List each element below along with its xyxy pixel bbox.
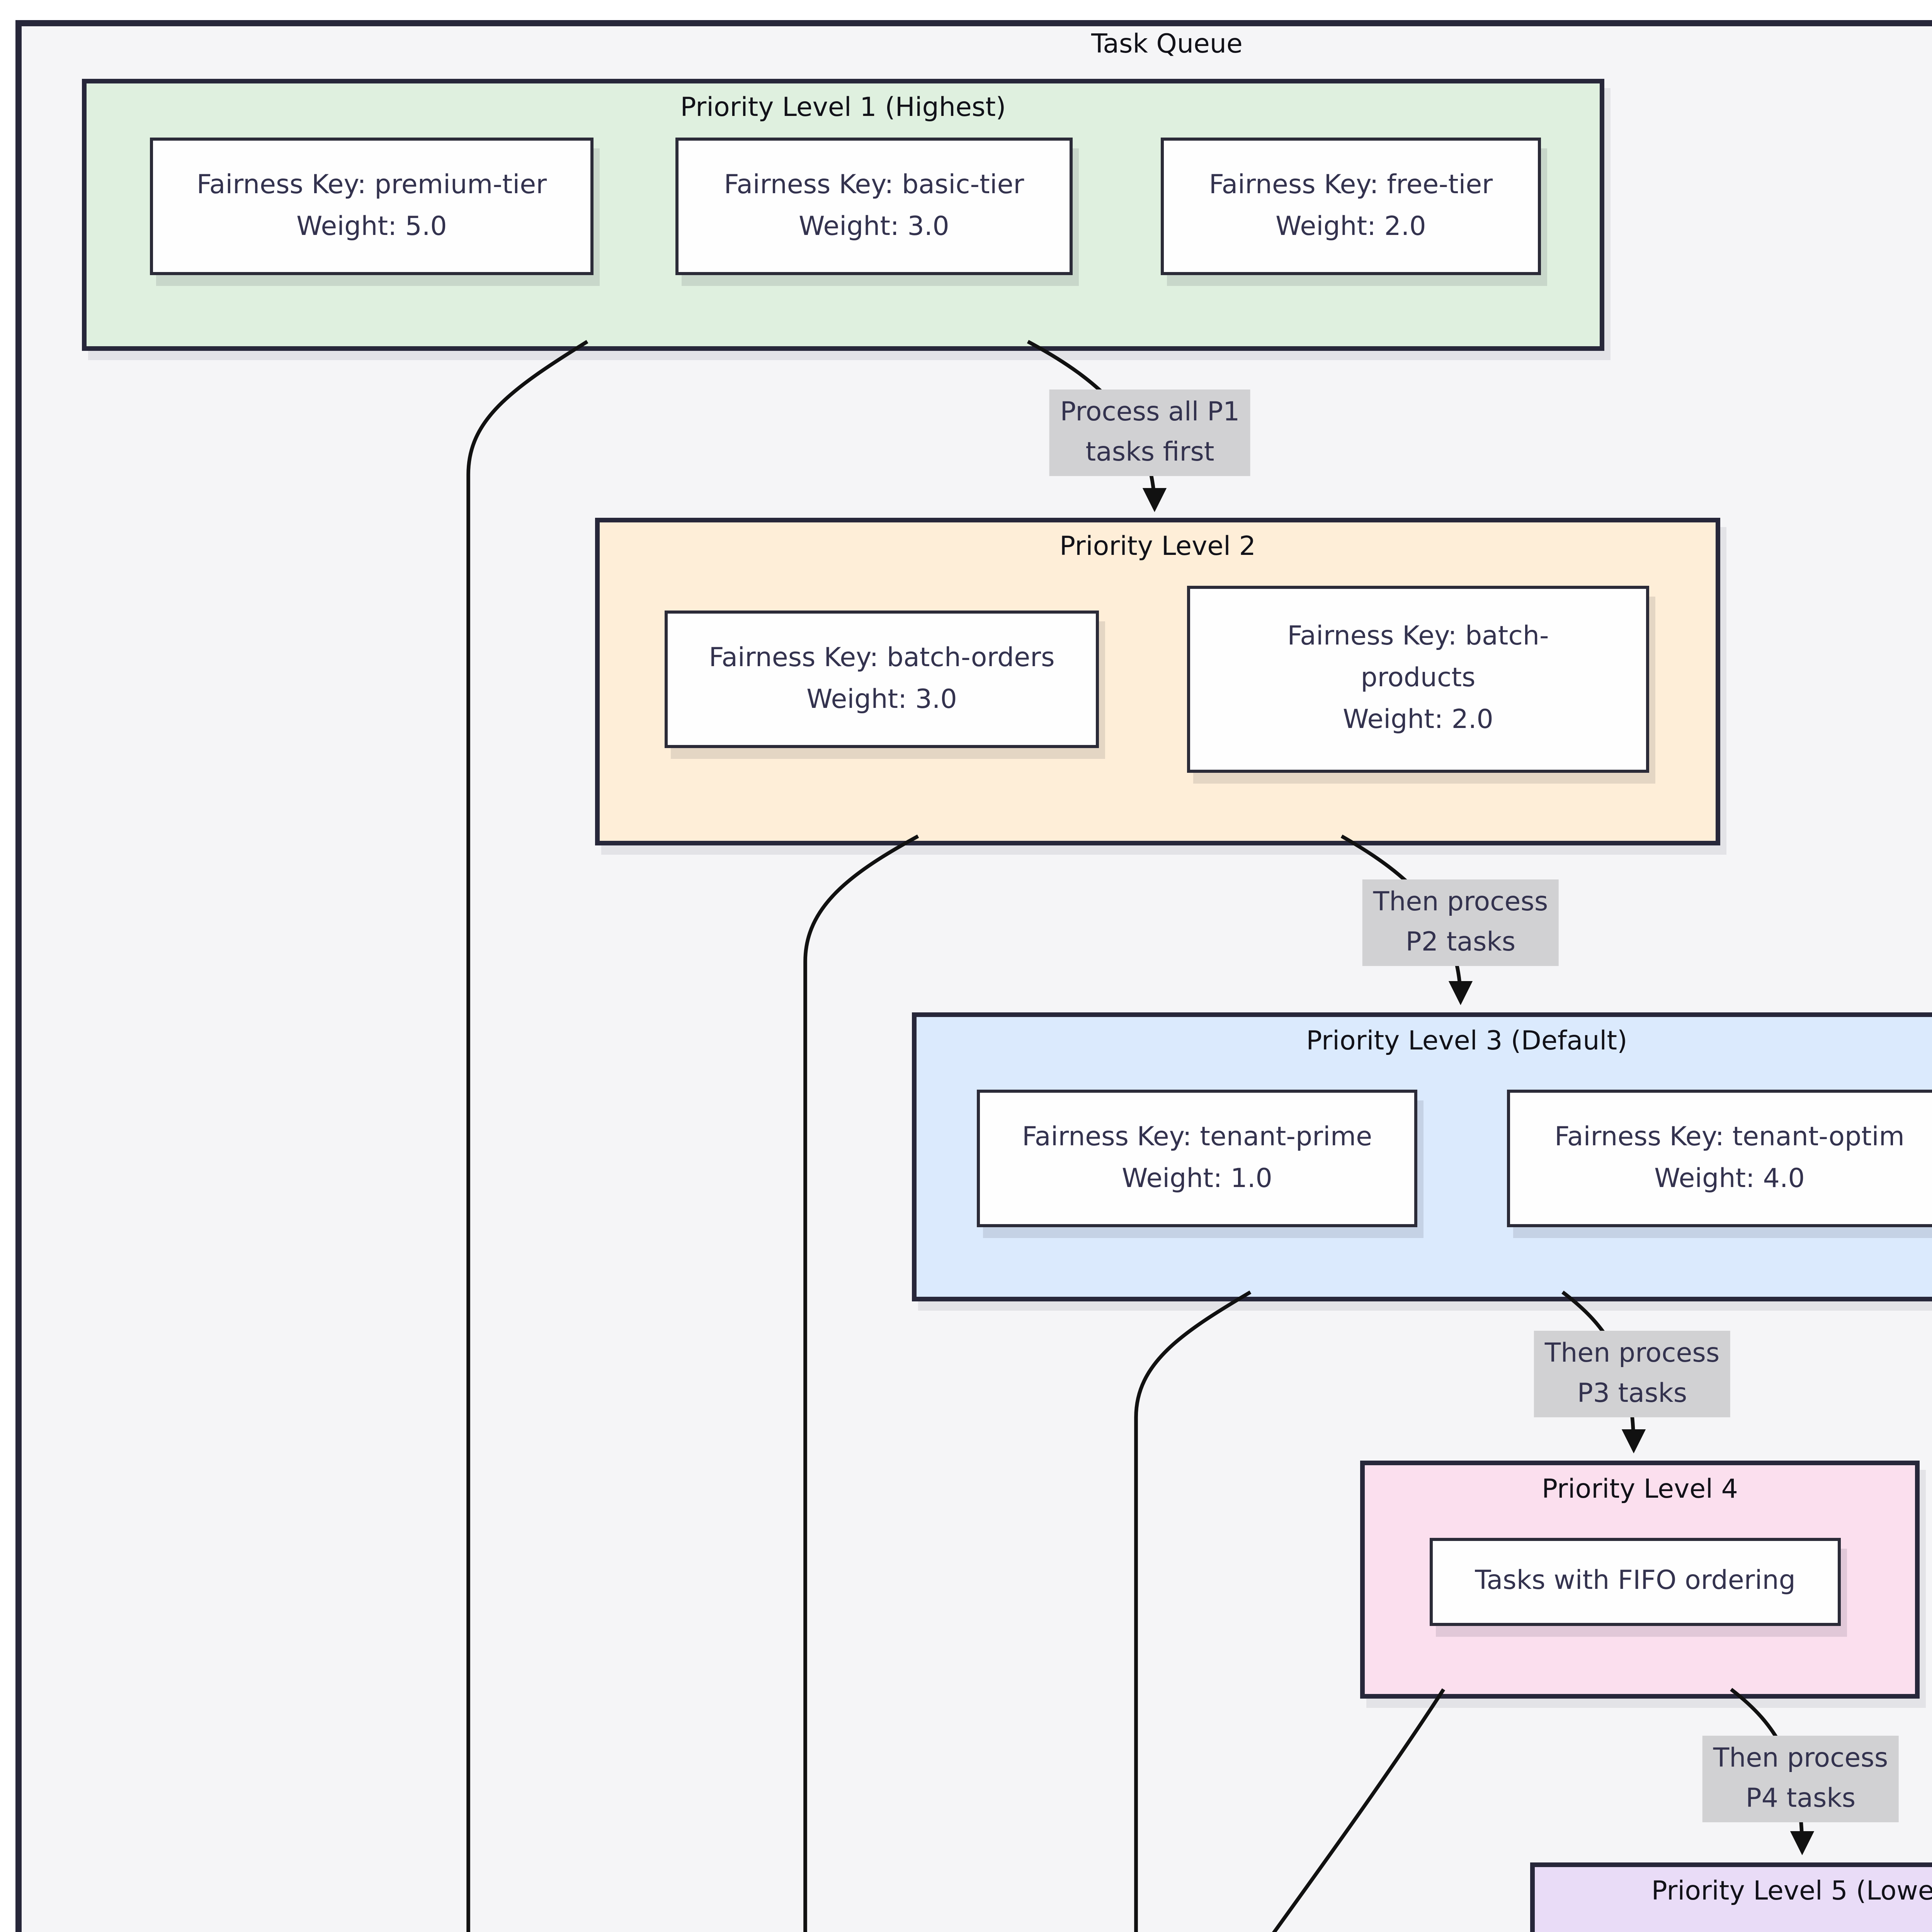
- node-batch-orders: Fairness Key: batch-orders Weight: 3.0: [665, 611, 1099, 748]
- node-p4-fifo: Tasks with FIFO ordering: [1430, 1538, 1841, 1626]
- node-tenant-optim: Fairness Key: tenant-optim Weight: 4.0: [1507, 1090, 1932, 1227]
- node-tenant-prime: Fairness Key: tenant-prime Weight: 1.0: [977, 1090, 1417, 1227]
- node-batch-products: Fairness Key: batch- products Weight: 2.…: [1187, 586, 1649, 773]
- cluster-priority-level-2-title: Priority Level 2: [1059, 532, 1256, 563]
- cluster-priority-level-5: Priority Level 5 (Lowest): [1530, 1862, 1932, 1932]
- cluster-priority-level-1-title: Priority Level 1 (Highest): [680, 93, 1006, 124]
- cluster-priority-level-4-title: Priority Level 4: [1541, 1475, 1738, 1505]
- cluster-priority-level-5-title: Priority Level 5 (Lowest): [1651, 1876, 1932, 1907]
- node-premium-tier: Fairness Key: premium-tier Weight: 5.0: [150, 138, 594, 275]
- edge-label-process-all-p1: Process all P1 tasks first: [1049, 389, 1251, 476]
- edge-label-then-process-p3: Then process P3 tasks: [1534, 1331, 1731, 1417]
- node-basic-tier: Fairness Key: basic-tier Weight: 3.0: [675, 138, 1073, 275]
- edge-label-then-process-p4: Then process P4 tasks: [1702, 1736, 1899, 1822]
- cluster-priority-level-3-title: Priority Level 3 (Default): [1306, 1026, 1628, 1057]
- edge-label-then-process-p2: Then process P2 tasks: [1362, 879, 1559, 966]
- node-free-tier: Fairness Key: free-tier Weight: 2.0: [1161, 138, 1541, 275]
- task-queue-title: Task Queue: [1091, 29, 1243, 60]
